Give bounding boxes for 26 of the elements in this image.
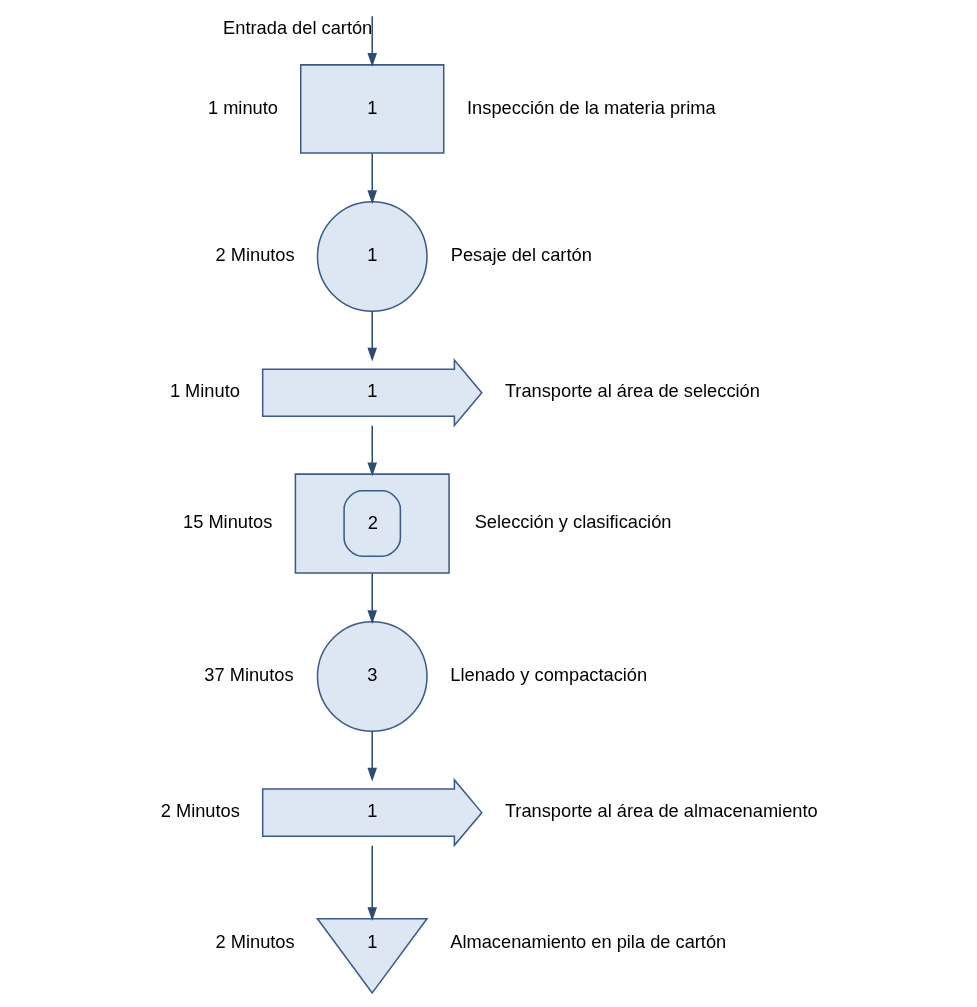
node-label: Almacenamiento en pila de cartón: [449, 930, 726, 952]
arrow: [366, 424, 377, 476]
node-label: Selección y clasificación: [474, 510, 671, 532]
node-label: 15 Minutos: [182, 510, 272, 532]
arrow: [366, 844, 377, 921]
node-circle: 1: [316, 200, 428, 312]
arrow: [366, 15, 377, 67]
node-label: 2 Minutos: [160, 799, 240, 821]
node-label: 1 minuto: [207, 96, 278, 118]
node-label: Transporte al área de selección: [504, 379, 760, 401]
node-label: Llenado y compactación: [449, 663, 647, 685]
node-label: 37 Minutos: [203, 663, 294, 685]
node-box: 1: [299, 63, 444, 154]
node-label: 2 Minutos: [215, 930, 295, 952]
edge-label: Entrada del cartón: [222, 16, 372, 38]
node-label: Inspección de la materia prima: [466, 96, 716, 118]
arrow: [366, 730, 377, 781]
node-label: Pesaje del cartón: [450, 243, 592, 265]
arrow: [366, 310, 377, 362]
node-box: 2: [294, 472, 450, 574]
arrow: [366, 572, 377, 624]
node-label: 2 Minutos: [215, 243, 295, 265]
arrow: [366, 152, 377, 204]
node-label: Transporte al área de almacenamiento: [504, 799, 818, 821]
node-circle: 3: [316, 620, 428, 732]
node-label: 1 Minuto: [169, 379, 240, 401]
